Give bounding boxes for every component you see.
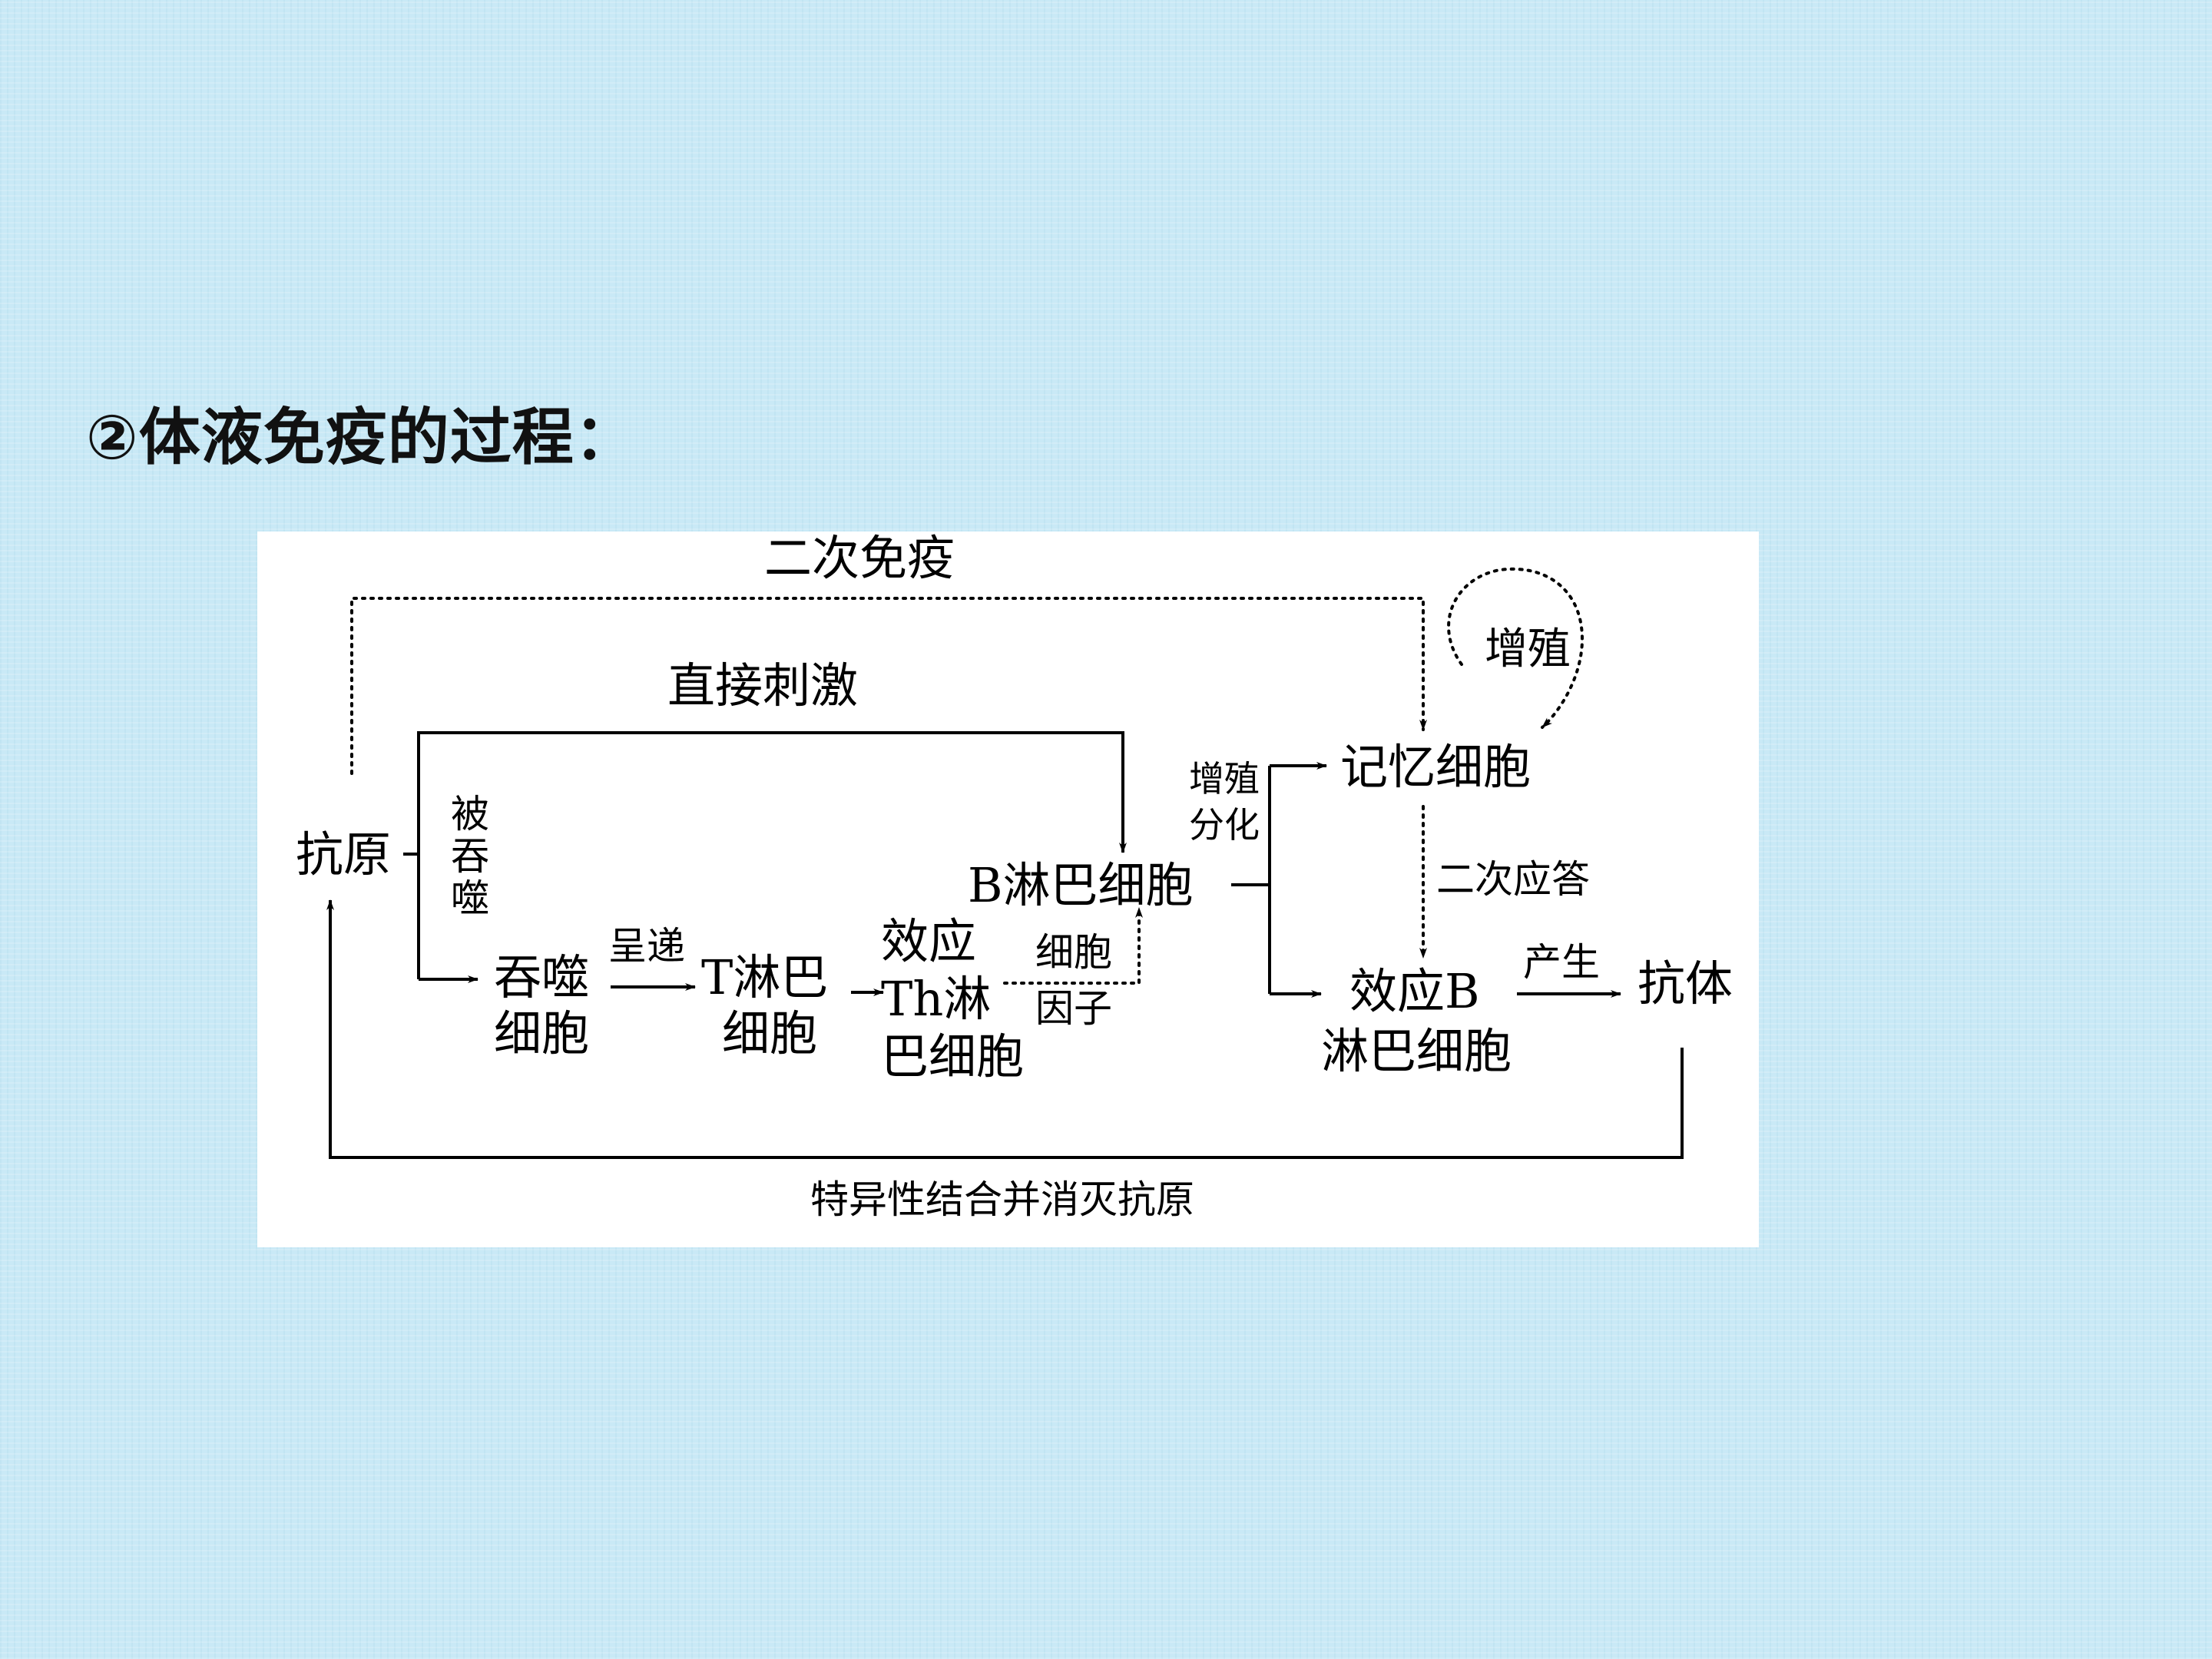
direct-stimulation-label: 直接刺激 [667, 657, 858, 714]
secondary-immunity-label: 二次免疫 [764, 531, 955, 586]
specific-binding-label: 特异性结合并消灭抗原 [810, 1177, 1194, 1222]
direct-stimulation-arrow [417, 731, 1127, 853]
cytokine-arrow [1003, 906, 1143, 985]
cytokine-label-line1: 细胞 [1035, 930, 1112, 975]
node-phagocyte-line2: 细胞 [494, 1005, 589, 1061]
node-phagocyte-line1: 吞噬 [494, 949, 589, 1005]
engulfed-label-2: 吞 [451, 834, 489, 879]
node-memory-cell: 记忆细胞 [1340, 739, 1531, 795]
node-effector-th-line3: 巴细胞 [881, 1028, 1024, 1084]
node-antigen: 抗原 [296, 826, 391, 882]
node-t-cell-line1: T淋巴 [701, 949, 828, 1005]
prolif-diff-label-line1: 增殖 [1189, 758, 1260, 800]
antigen-bracket [403, 793, 420, 979]
b-cell-bracket [1231, 766, 1271, 994]
specific-binding-arrow [326, 899, 1684, 1159]
produce-label: 产生 [1523, 940, 1600, 985]
cytokine-label-line2: 因子 [1035, 986, 1112, 1031]
present-label: 呈递 [608, 924, 685, 969]
node-t-cell-line2: 细胞 [722, 1005, 817, 1061]
node-effector-b-line1: 效应B [1349, 963, 1480, 1019]
node-effector-th-line2: Th淋 [881, 971, 991, 1027]
prolif-diff-label-line2: 分化 [1189, 804, 1260, 846]
secondary-response-label: 二次应答 [1436, 857, 1590, 902]
proliferation-label: 增殖 [1485, 624, 1571, 674]
node-antibody: 抗体 [1637, 955, 1733, 1012]
engulfed-label-3: 噬 [451, 876, 489, 921]
node-effector-th-line1: 效应 [881, 913, 976, 969]
immune-process-diagram: 二次免疫 增殖 直接刺激 抗原 被 吞 噬 吞噬 细胞 呈递 T淋巴 细胞 效应… [257, 531, 1759, 1247]
page-title: ②体液免疫的过程： [86, 402, 637, 473]
secondary-immunity-arrow [350, 597, 1427, 775]
proliferation-loop-arrow [1447, 567, 1584, 729]
node-b-cell: B淋巴细胞 [968, 857, 1194, 913]
engulfed-label-1: 被 [451, 792, 489, 836]
node-effector-b-line2: 淋巴细胞 [1321, 1023, 1512, 1079]
